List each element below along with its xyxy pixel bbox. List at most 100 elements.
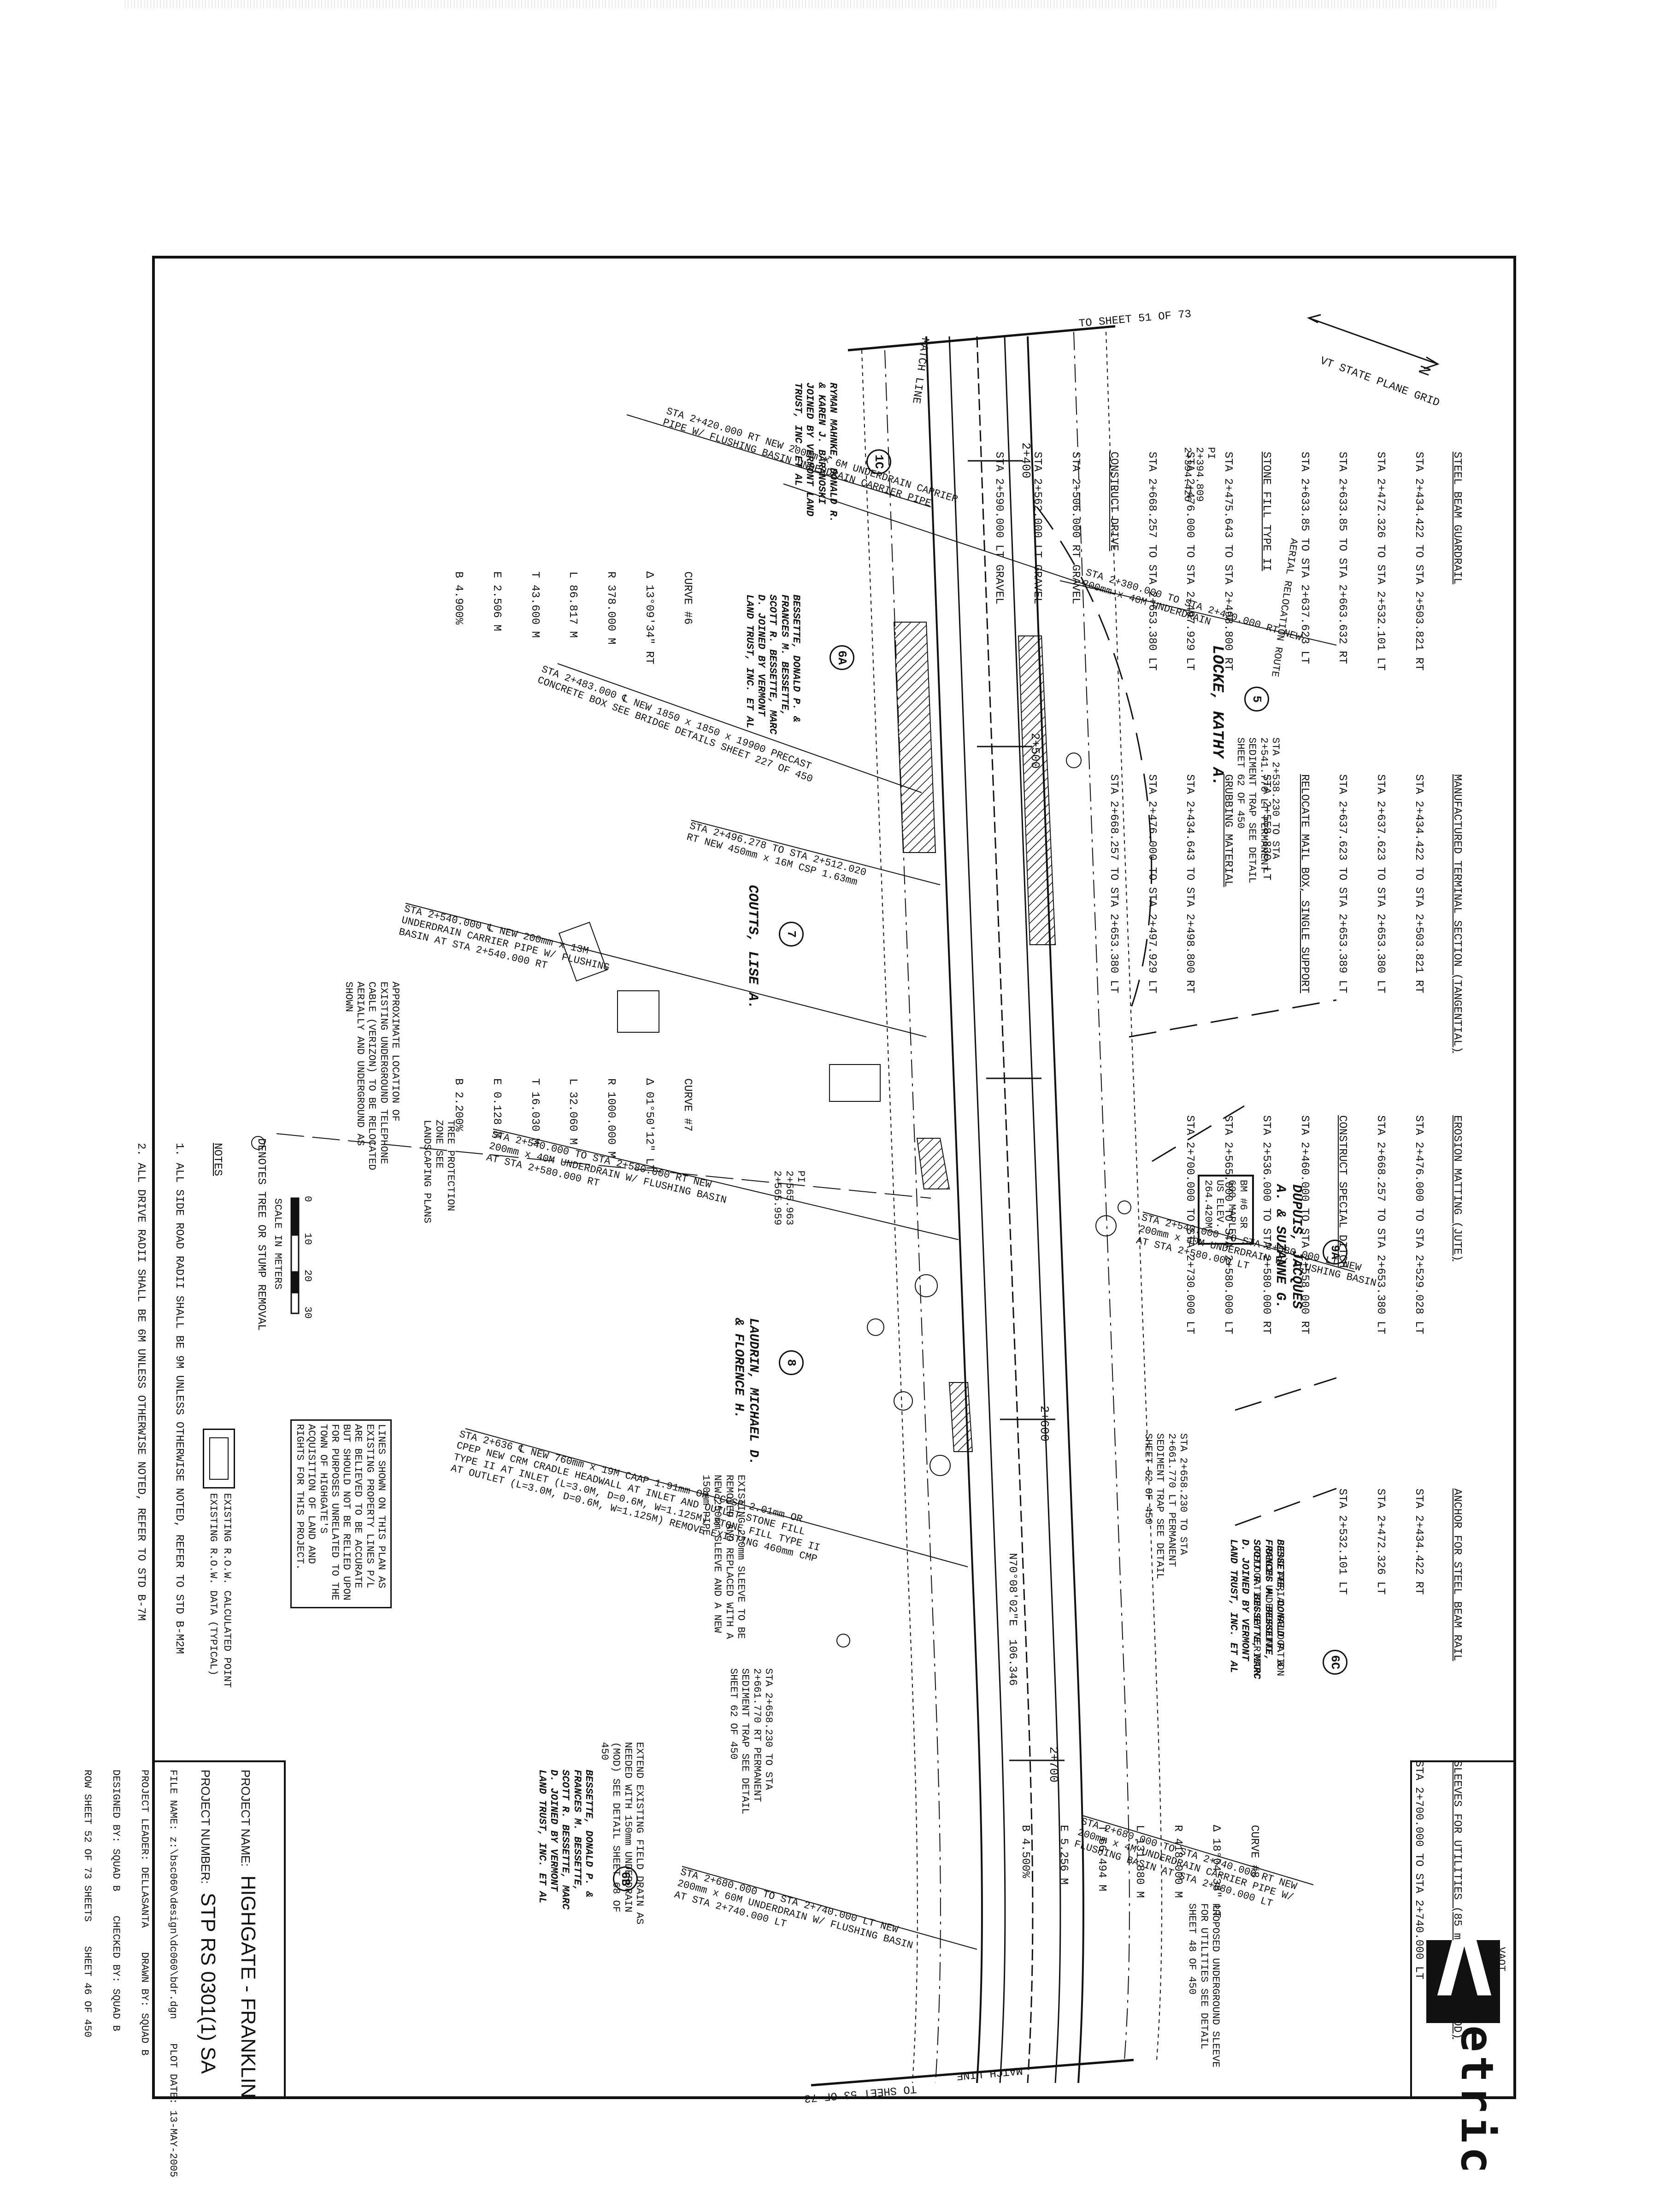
property-line-note: LINES SHOWN ON THIS PLAN AS EXISTING PRO…	[294, 1424, 387, 1600]
legend-line: STA 2+668.257 TO STA 2+653.380 LT	[1145, 452, 1158, 671]
sheet-number: ROW SHEET 52 OF 73 SHEETS SHEET 46 OF 45…	[82, 1770, 94, 2037]
parcel-badge: 6A	[830, 645, 854, 670]
legend-line: STA 2+434.422 RT	[1412, 1488, 1425, 1595]
project-name-label: PROJECT NAME:	[239, 1770, 253, 1867]
leader-lines	[276, 414, 1355, 1950]
callout: STA 2+658.230 TO STA 2+661.770 LT PERMAN…	[1142, 1433, 1189, 1579]
scale-tick: 30	[302, 1306, 313, 1319]
north-arrow	[1306, 314, 1440, 370]
tree-symbol-legend: DENOTES TREE OR STUMP REMOVAL	[255, 1138, 267, 1331]
property-line-note-box	[290, 1419, 392, 1608]
curve-table: CURVE #6 Δ 13°09'34" RT R 378.000 M L 86…	[426, 571, 719, 665]
legend-line: STA 2+434.643 TO STA 2+498.800 RT	[1183, 774, 1196, 994]
callout: PI 2+565.963 2+565.959	[771, 1171, 806, 1225]
legend-line: STA 2+532.101 LT	[1336, 1488, 1349, 1595]
match-line-top	[847, 325, 1116, 352]
designed-by: DESIGNED BY: SQUAD B CHECKED BY: SQUAD B	[110, 1770, 122, 2031]
callout: PI 2+394.809 2+394.426	[1182, 447, 1217, 502]
benchmark-text: BM #6 SR 600 MAPLE US ELEV. 264.420M	[1202, 1180, 1249, 1235]
station-ticks	[968, 460, 1065, 1761]
curve-line: T 43.600 M	[528, 571, 541, 638]
curve-line: L 86.817 M	[566, 571, 579, 638]
legend-heading: RELOCATE MAIL BOX, SINGLE SUPPORT	[1298, 774, 1311, 994]
metric-wordmark: etric	[1451, 2025, 1503, 2177]
title-block-text: PROJECT NAME: HIGHGATE - FRANKLIN PROJEC…	[65, 1770, 276, 2177]
legend-block: ANCHOR FOR STEEL BEAM RAIL STA 2+434.422…	[1311, 1488, 1488, 1661]
parcel-badge: 7	[779, 922, 804, 947]
benchmark-box	[1198, 1175, 1253, 1244]
legend-heading: CONSTRUCT SPECIAL DITCH	[1336, 1115, 1349, 1268]
symbol-legend-marks	[209, 1136, 265, 1480]
curve-line: B 4.900%	[452, 571, 465, 625]
callout: END AERIAL RELOCATION BEGIN UNDERGROUND …	[1251, 1548, 1286, 1677]
legend-line: STA 2+434.422 TO STA 2+503.821 RT	[1412, 774, 1425, 994]
vaot-text: VAOT	[1495, 1947, 1507, 1971]
parcel-badge: 8	[779, 1350, 804, 1375]
title-block	[152, 1760, 286, 2099]
bearing-label: N70°08'02"E 106.346	[1006, 1553, 1018, 1686]
aerial-relocation-lines	[1036, 506, 1337, 1526]
legend-line: STA 2+633.85 TO STA 2+663.632 RT	[1336, 452, 1349, 664]
callout: EXISTING 250mm SLEEVE TO BE REMOVED AND …	[700, 1475, 747, 1639]
owner-name: BESSETTE, DONALD P. & FRANCES M. BESSETT…	[536, 1770, 594, 1910]
owner-name: BESSETTE, DONALD P. & FRANCES M. BESSETT…	[743, 594, 802, 735]
legend-heading: EROSION MATTING (JUTE)	[1450, 1115, 1463, 1261]
callout: STA 2+658.230 TO STA 2+661.770 RT PERMAN…	[728, 1668, 774, 1814]
station-label: 2+400	[1019, 442, 1033, 479]
logo-block	[1410, 1760, 1516, 2099]
project-number-label: PROJECT NUMBER:	[198, 1770, 212, 1884]
vaot-logo	[1426, 1940, 1500, 2023]
callout: APPROXIMATE LOCATION OF EXISTING UNDERGR…	[342, 982, 401, 1171]
curve-label: CURVE #7	[681, 1078, 694, 1132]
callout: EXTEND EXISTING FIELD DRAIN AS NEEDED WI…	[599, 1742, 645, 1925]
tree-symbols	[836, 753, 1131, 1647]
legend-line: STA 2+536.000 TO STA 2+580.000 RT	[1259, 1115, 1272, 1335]
legend-line: STA 2+590.000 LT GRAVEL	[993, 452, 1006, 605]
curve-label: CURVE #6	[681, 571, 694, 625]
note-line: 2. ALL DRIVE RADII SHALL BE 6M UNLESS OT…	[135, 1143, 147, 1621]
legend-line: STA 2+562.000 LT GRAVEL	[1031, 452, 1044, 605]
curve-line: E 5.256 M	[1057, 1825, 1070, 1885]
legend-line: STA 2+472.326 TO STA 2+532.101 LT	[1374, 452, 1387, 671]
station-label: 2+500	[1028, 733, 1042, 769]
callout: PROPOSED UNDERGROUND SLEEVE FOR UTILITIE…	[1186, 1903, 1221, 2068]
project-name: HIGHGATE - FRANKLIN	[237, 1875, 260, 2098]
hatched-areas	[893, 622, 1056, 1452]
legend-block: MANUFACTURED TERMINAL SECTION (TANGENTIA…	[1082, 774, 1488, 1053]
callout: STA 2+538.230 TO STA 2+541.770 LT PERMAN…	[1235, 737, 1281, 883]
scale-tick: 20	[302, 1270, 313, 1282]
scale-label: SCALE IN METERS	[272, 1198, 283, 1290]
legend-heading: CONSTRUCT DRIVE	[1107, 452, 1120, 552]
legend-block: STEEL BEAM GUARDRAIL STA 2+434.422 TO ST…	[967, 452, 1488, 671]
sheet-border	[152, 256, 1516, 2099]
callout: TREE PROTECTION ZONE SEE LANDSCAPING PLA…	[421, 1120, 456, 1224]
legend-line: STA 2+472.326 LT	[1374, 1488, 1387, 1595]
legend-line: STA 2+475.643 TO STA 2+498.800 RT	[1222, 452, 1235, 671]
legend-line: STA 2+434.422 TO STA 2+503.821 RT	[1412, 452, 1425, 671]
symbol-legend-item: EXISTING R.O.W. CALCULATED POINT	[221, 1493, 233, 1688]
scale-tick: 0	[302, 1196, 313, 1202]
legend-heading: MANUFACTURED TERMINAL SECTION (TANGENTIA…	[1450, 774, 1463, 1053]
scale-bar	[290, 1197, 300, 1314]
curve-line: Δ 13°09'34" RT	[643, 571, 656, 665]
file-name: FILE NAME: z:\bsc060\design\dc060\bdr.dg…	[167, 1770, 179, 2177]
owner-name: COUTTS, LISE A.	[745, 885, 760, 1010]
station-label: 2+600	[1037, 1406, 1051, 1442]
scale-tick: 10	[302, 1233, 313, 1245]
curve-line: B 4.500%	[1019, 1825, 1032, 1878]
legend-heading: ANCHOR FOR STEEL BEAM RAIL	[1450, 1488, 1463, 1661]
project-leader: PROJECT LEADER: DELLASANTA DRAWN BY: SQU…	[139, 1770, 151, 2056]
curve-line: Δ 01°50'12" LT	[643, 1078, 656, 1171]
project-number: STP RS 0301(1) SA	[196, 1893, 219, 2074]
legend-line: STA 2+637.623 TO STA 2+653.389 LT	[1336, 774, 1349, 994]
parcel-badge: 6C	[1323, 1650, 1347, 1675]
legend-line: STA 2+637.623 TO STA 2+653.380 LT	[1374, 774, 1387, 994]
legend-line: STA 2+506.000 RT GRAVEL	[1069, 452, 1082, 605]
legend-heading: STEEL BEAM GUARDRAIL	[1450, 452, 1463, 585]
legend-line: STA 2+476.000 TO STA 2+529.028 LT	[1412, 1115, 1425, 1335]
station-label: 2+700	[1047, 1747, 1060, 1783]
owner-name: LOCKE, KATHY A.	[1208, 645, 1226, 787]
symbol-legend-item: EXISTING R.O.W. DATA (TYPICAL)	[207, 1493, 219, 1676]
